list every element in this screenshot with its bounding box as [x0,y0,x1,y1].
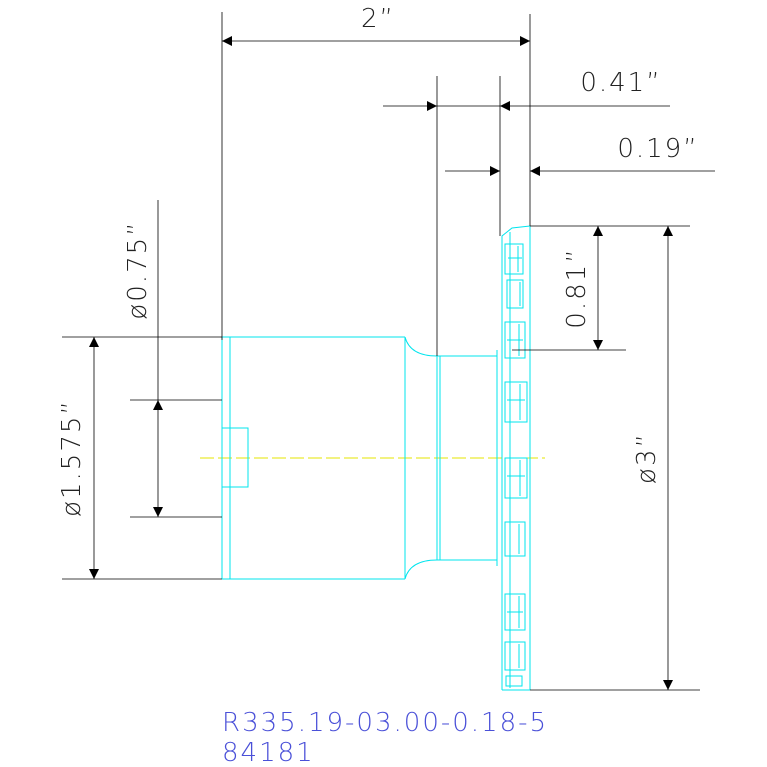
dim-cutting-width: 0.19” [617,134,698,164]
dim-cutter-diameter: ø3” [632,432,662,484]
dim-overall-length: 2” [361,4,395,34]
dimension-lines [89,36,715,690]
extension-lines [62,12,700,691]
dim-insert-offset: 0.41” [580,68,661,98]
dim-shank-diameter: ø1.575” [57,399,87,517]
part-number: R335.19-03.00-0.18-5 [222,708,548,738]
item-number: 84181 [222,738,315,767]
dim-radial-depth: 0.81” [562,247,592,328]
cutting-inserts [504,243,528,687]
dim-bore-diameter: ø0.75” [123,220,153,319]
